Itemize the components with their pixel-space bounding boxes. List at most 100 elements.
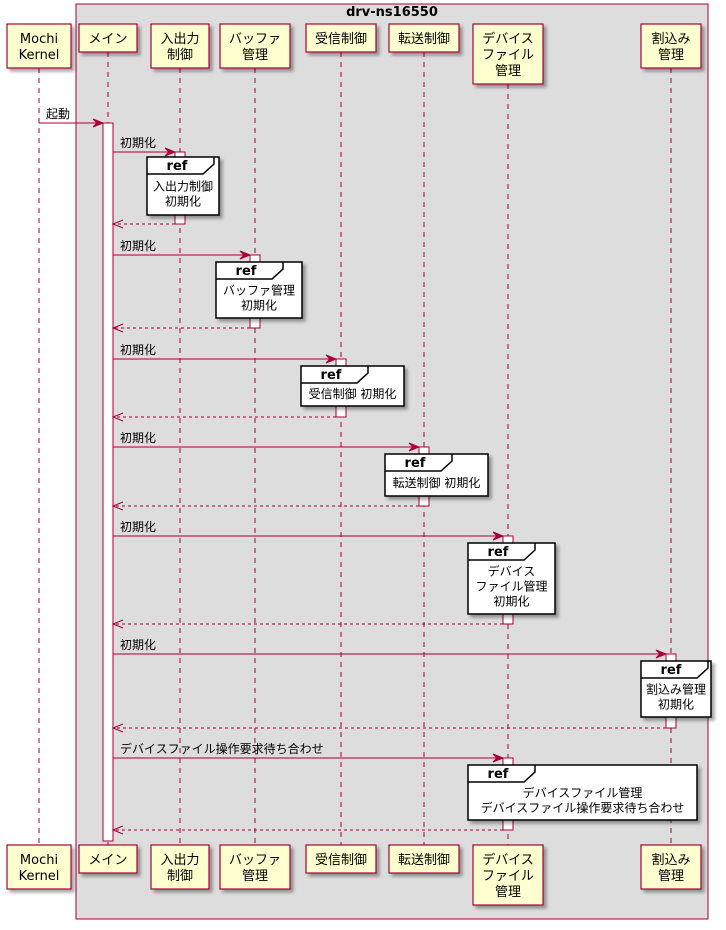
ref-frame-box (640, 660, 712, 718)
ref-label: ref (405, 456, 426, 471)
ref-frame-box (300, 365, 405, 407)
arrow-head (164, 147, 177, 157)
participant-box (6, 844, 72, 890)
ref-frame-box (384, 453, 489, 497)
arrow-head (111, 619, 124, 629)
message-arrow: デバイスファイル操作要求待ち合わせ (113, 741, 505, 763)
return-arrow (111, 723, 666, 733)
participant-label: ファイル (482, 869, 534, 884)
participant-irq-top: 割込み管理 (640, 23, 702, 69)
participant-box (472, 23, 544, 85)
participant-label: 割込み (651, 852, 690, 868)
participant-irq-bottom: 割込み管理 (640, 844, 702, 890)
participant-label: ファイル (482, 48, 534, 63)
participant-label: 転送制御 (398, 853, 450, 868)
arrow-head (239, 250, 252, 260)
participant-box (6, 23, 72, 69)
arrow-head (111, 723, 124, 733)
ref-text: 初期化 (658, 698, 694, 712)
return-arrow (111, 219, 175, 229)
participant-rx-top: 受信制御 (305, 23, 377, 53)
participant-main-bottom: メイン (78, 844, 138, 874)
participant-tx-bottom: 転送制御 (388, 844, 460, 874)
ref-frame-tab (468, 765, 536, 783)
ref-label: ref (236, 264, 257, 279)
participant-box (150, 23, 210, 69)
ref-frame-tab (641, 661, 709, 679)
participant-label: Kernel (19, 869, 60, 884)
participant-label: 割込み (651, 31, 690, 47)
message-arrow: 初期化 (113, 136, 177, 157)
participant-box (219, 23, 291, 69)
message-arrow: 初期化 (113, 343, 338, 364)
participant-io-bottom: 入出力制御 (150, 844, 210, 890)
arrow-head (92, 118, 105, 128)
participant-box (305, 844, 377, 874)
arrow-head (492, 753, 505, 763)
participant-rx-bottom: 受信制御 (305, 844, 377, 874)
arrow-head (325, 354, 338, 364)
ref-text: 入出力制御 (153, 179, 213, 194)
ref-label: ref (488, 767, 509, 782)
participant-main-top: メイン (78, 23, 138, 53)
ref-frame-tab (385, 454, 453, 472)
arrow-head (111, 412, 124, 422)
participant-box (640, 844, 702, 890)
message-arrow: 初期化 (113, 431, 421, 452)
ref-frame-box (467, 542, 556, 615)
participant-label: 管理 (658, 48, 684, 63)
participant-label: Mochi (20, 32, 58, 47)
ref-frame-tab (301, 366, 369, 384)
message-arrow: 起動 (39, 107, 105, 128)
participant-devfile-bottom: デバイスファイル管理 (472, 844, 544, 906)
participant-tx-top: 転送制御 (388, 23, 460, 53)
participant-box (388, 844, 460, 874)
participant-label: バッファ (229, 32, 281, 47)
ref-frame-box (215, 261, 303, 319)
participant-box (388, 23, 460, 53)
participant-label: 管理 (495, 64, 521, 79)
participant-box (305, 23, 377, 53)
participant-group-title: drv-ns16550 (346, 5, 438, 20)
ref-text: 初期化 (493, 595, 529, 609)
participant-devfile-top: デバイスファイル管理 (472, 23, 544, 85)
ref-text: ファイル管理 (475, 579, 547, 594)
return-arrow (111, 825, 503, 835)
participant-box (78, 23, 138, 53)
participant-label: デバイス (482, 852, 534, 868)
arrow-head (111, 825, 124, 835)
arrow-head (111, 501, 124, 511)
participant-label: 制御 (167, 48, 193, 63)
participant-label: メイン (88, 32, 127, 47)
message-arrow: 初期化 (113, 638, 668, 659)
ref-text: デバイスファイル操作要求待ち合わせ (481, 800, 685, 815)
arrow-head (111, 323, 124, 333)
participant-label: デバイス (482, 31, 534, 47)
return-arrow (111, 501, 419, 511)
participant-buffer-top: バッファ管理 (219, 23, 291, 69)
return-arrow (111, 412, 336, 422)
ref-frame-tab (468, 543, 536, 561)
ref-label: ref (661, 663, 682, 678)
ref-frame-box (146, 156, 220, 216)
message-arrow: 初期化 (113, 239, 252, 260)
ref-label: ref (321, 368, 342, 383)
message-label: 初期化 (120, 431, 156, 445)
ref-text: 割込み管理 (646, 682, 706, 697)
participant-box (78, 844, 138, 874)
message-label: 初期化 (120, 343, 156, 357)
ref-label: ref (167, 159, 188, 174)
message-label: 起動 (46, 107, 70, 121)
return-arrow (111, 323, 250, 333)
ref-text: バッファ管理 (223, 283, 295, 298)
arrow-head (408, 442, 421, 452)
message-label: 初期化 (120, 239, 156, 253)
participant-label: 入出力 (160, 32, 199, 47)
participant-box (150, 844, 210, 890)
